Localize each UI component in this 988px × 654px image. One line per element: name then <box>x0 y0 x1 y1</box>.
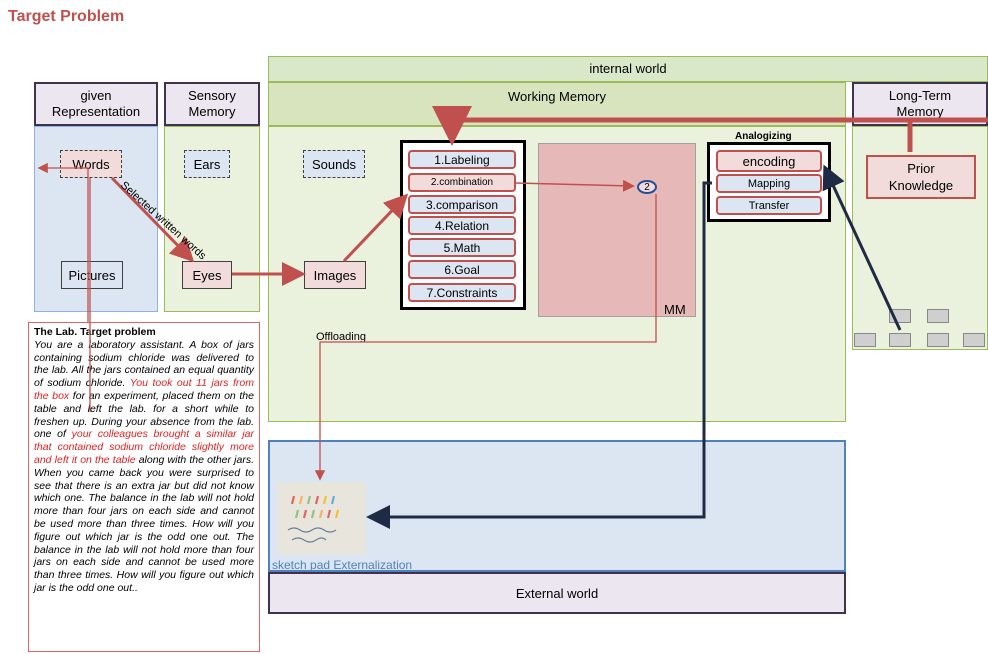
thumbnails-to-encoding-arrow <box>822 164 902 331</box>
images-to-steps-arrow <box>342 193 409 263</box>
sensory-memory-header: Sensory Memory <box>164 82 260 126</box>
pictures-node: Pictures <box>61 261 123 289</box>
page-title: Target Problem <box>8 8 125 25</box>
problem-text-box: The Lab. Target problem You are a labora… <box>28 322 260 652</box>
mapping-item: Mapping <box>716 174 822 193</box>
thumbnail-image <box>927 309 949 323</box>
step-relation: 4.Relation <box>408 216 516 235</box>
problem-text-1: You are a laboratory assistant. A box of… <box>34 338 254 390</box>
encoding-to-sketch-arrow <box>366 181 712 529</box>
encoding-item: encoding <box>716 150 822 172</box>
given-representation-header: given Representation <box>34 82 158 126</box>
sounds-node: Sounds <box>303 150 365 178</box>
step-constraints: 7.Constraints <box>408 283 516 302</box>
sketch-pad-label: sketch pad Externalization <box>272 558 413 572</box>
step-math: 5.Math <box>408 238 516 257</box>
thumbnail-image <box>889 333 911 347</box>
step-goal: 6.Goal <box>408 260 516 279</box>
step-combination: 2.combination <box>408 173 516 192</box>
problem-text-4: your colleagues brought a similar jar th… <box>34 428 254 466</box>
mm-label: MM <box>664 302 686 317</box>
sketch-marks-icon <box>287 495 340 543</box>
internal-world-band: internal world <box>268 56 988 82</box>
text-to-words-arrow <box>37 162 89 322</box>
problem-text-2: You took out 11 jars from the box <box>34 377 255 402</box>
images-node: Images <box>304 261 366 289</box>
offloading-arrow <box>314 194 657 481</box>
problem-text-3: for an experiment, placed them on the ta… <box>34 389 254 441</box>
ltm-loop-arrow <box>432 106 913 152</box>
problem-heading: The Lab. Target problem <box>34 326 156 338</box>
words-to-eyes-arrow <box>110 176 195 263</box>
selected-words-label: Selected written words <box>118 179 209 262</box>
prior-knowledge-node: Prior Knowledge <box>866 155 976 199</box>
problem-text-5: along with the other jars. When you came… <box>34 453 254 594</box>
offloading-label: Offloading <box>316 331 366 343</box>
analogizing-title: Analogizing <box>735 131 792 142</box>
external-world-box: External world <box>268 572 846 614</box>
thumbnail-image <box>927 333 949 347</box>
ears-node: Ears <box>184 150 230 178</box>
eyes-node: Eyes <box>182 261 232 289</box>
sketch-pad-image <box>278 482 366 554</box>
step-marker-circle: 2 <box>637 180 657 194</box>
transfer-item: Transfer <box>716 196 822 215</box>
step-labeling: 1.Labeling <box>408 150 516 169</box>
step-comparison: 3.comparison <box>408 195 516 214</box>
thumbnail-image <box>854 333 876 347</box>
combination-to-mm-arrow <box>515 179 635 192</box>
thumbnail-image <box>963 333 985 347</box>
mental-model-box <box>538 143 696 317</box>
